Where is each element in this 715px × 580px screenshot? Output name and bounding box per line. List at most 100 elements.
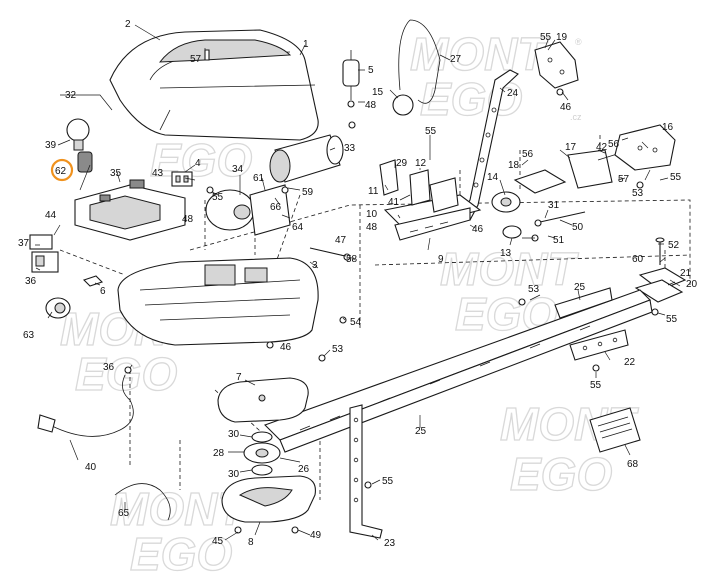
- part-rail-clip: [569, 329, 629, 361]
- label: 56: [608, 139, 620, 150]
- part-terminal-block: [29, 234, 59, 273]
- label: 12: [415, 158, 427, 169]
- label: 41: [388, 197, 400, 208]
- label: 55: [212, 192, 224, 203]
- part-end-bracket-16: [614, 124, 676, 171]
- label: 37: [18, 238, 30, 249]
- label: 18: [508, 160, 520, 171]
- label: 11: [368, 186, 379, 197]
- part-control-board: [74, 179, 186, 241]
- label: 7: [236, 372, 242, 383]
- label: 62: [55, 166, 67, 177]
- label: 64: [292, 222, 304, 233]
- label: 13: [500, 248, 512, 259]
- part-pin: [534, 211, 586, 227]
- label: 23: [384, 538, 396, 549]
- label: 63: [23, 330, 35, 341]
- part-lamp-holder: [50, 151, 93, 182]
- part-terminal-4: [171, 171, 193, 187]
- label: 14: [487, 172, 499, 183]
- part-carriage: [379, 159, 482, 241]
- label: 6: [100, 286, 106, 297]
- svg-text:MONT: MONT: [410, 28, 549, 80]
- part-rail-sprocket: [243, 431, 281, 476]
- label: 40: [85, 462, 97, 473]
- label: 15: [372, 87, 384, 98]
- label: 35: [110, 168, 122, 179]
- label: 3: [312, 260, 318, 271]
- label: 53: [332, 344, 344, 355]
- label: 34: [232, 164, 244, 175]
- label: 54: [350, 317, 362, 328]
- svg-text:MONT: MONT: [440, 243, 579, 295]
- label: 55: [670, 172, 682, 183]
- part-front-bracket: [634, 237, 687, 303]
- label: 32: [65, 90, 77, 101]
- svg-text:EGO: EGO: [510, 448, 612, 500]
- label: 51: [553, 235, 565, 246]
- label: 47: [335, 235, 347, 246]
- label: 25: [415, 426, 427, 437]
- part-release-lever: [459, 69, 519, 221]
- label: 39: [45, 140, 57, 151]
- label: 9: [438, 254, 444, 265]
- label: 44: [45, 210, 57, 221]
- label: 46: [280, 342, 292, 353]
- part-bushing: [45, 297, 71, 319]
- label: 24: [507, 88, 519, 99]
- label: 31: [548, 200, 560, 211]
- label: 55: [666, 314, 678, 325]
- label: 49: [310, 530, 322, 541]
- label: 53: [528, 284, 540, 295]
- label: 48: [365, 100, 377, 111]
- label: 17: [565, 142, 577, 153]
- part-rail: [263, 287, 653, 453]
- label: 50: [572, 222, 584, 233]
- svg-text:EGO: EGO: [75, 348, 177, 400]
- label: 55: [590, 380, 602, 391]
- label: 29: [396, 158, 408, 169]
- part-labels: 2 1 57 5 48 15 27 55 19 46 24 32 39 62 3…: [18, 19, 698, 549]
- svg-text:EGO: EGO: [130, 528, 232, 580]
- label: 48: [182, 214, 194, 225]
- part-gear-housing: [205, 184, 291, 236]
- part-bolt-47: [309, 247, 351, 261]
- label: 10: [366, 209, 378, 220]
- label: 55: [425, 126, 437, 137]
- label: 5: [368, 65, 374, 76]
- label: 20: [686, 279, 698, 290]
- label: 66: [270, 202, 282, 213]
- label: 33: [344, 143, 356, 154]
- label: 19: [556, 32, 568, 43]
- part-capacitor: [342, 50, 360, 108]
- label: 22: [624, 357, 636, 368]
- label: 59: [302, 187, 314, 198]
- label: 65: [118, 508, 130, 519]
- label: 43: [152, 168, 164, 179]
- label: 1: [303, 39, 309, 50]
- label: 53: [632, 188, 644, 199]
- part-motor: [269, 134, 344, 183]
- label: 61: [253, 173, 265, 184]
- label: 28: [213, 448, 225, 459]
- label: 48: [366, 222, 378, 233]
- part-sprocket: [491, 169, 567, 239]
- label: 56: [522, 149, 534, 160]
- label: 46: [560, 102, 572, 113]
- label: 36: [25, 276, 37, 287]
- part-bulb: [60, 94, 113, 151]
- part-emergency-release: [392, 19, 441, 116]
- label: 8: [248, 537, 254, 548]
- label: 30: [228, 429, 240, 440]
- label: 68: [627, 459, 639, 470]
- part-manual: [589, 407, 641, 453]
- highlight-ring: [50, 158, 74, 182]
- part-power-cord: [37, 374, 134, 437]
- label: 57: [618, 174, 630, 185]
- label: 27: [450, 54, 462, 65]
- label: 58: [346, 254, 358, 265]
- part-base-plate: [117, 257, 319, 346]
- label: 42: [596, 142, 608, 153]
- svg-text:®: ®: [575, 37, 582, 47]
